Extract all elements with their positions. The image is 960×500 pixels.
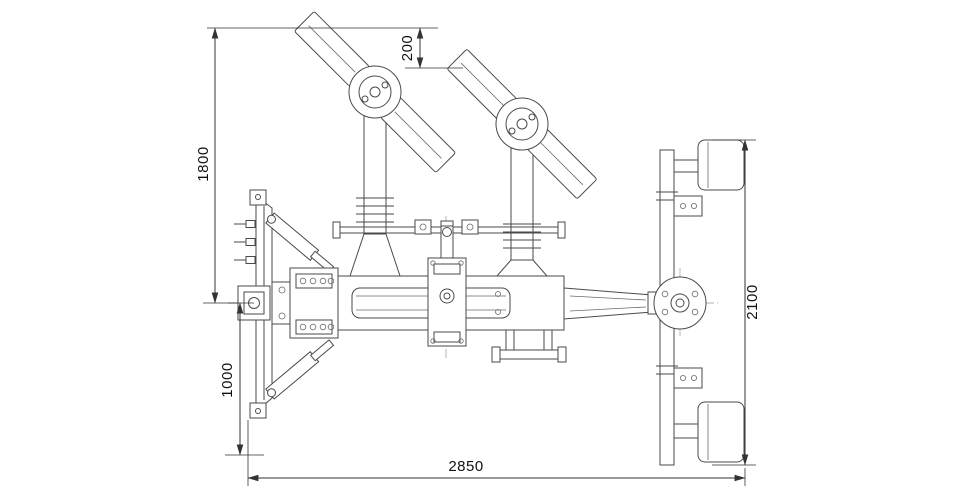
center-gearbox [427,225,467,347]
right-wheel-hub [653,276,707,330]
rotor-column-left [349,111,401,277]
dim-label-200: 200 [399,35,416,62]
hitch-frame [228,189,293,419]
roller-drum-top [674,139,745,191]
dimension-2850: 2850 [247,420,746,486]
dim-label-1800: 1800 [195,146,212,181]
rotor-assembly-left [294,11,456,173]
dimension-1800: 1800 [195,27,438,304]
drive-arm [563,287,663,320]
hydraulic-cylinder-upper [265,212,335,273]
dim-label-2850: 2850 [448,458,483,475]
roller-bracket-top [673,195,703,217]
rotor-assembly-right [447,49,597,199]
hydraulic-cylinder-lower [265,339,335,400]
roller-drum-bottom [674,401,745,463]
roller-bracket-bottom [673,367,703,389]
rotor-column-right [495,143,549,277]
dim-label-1000: 1000 [219,362,236,397]
dimension-1000: 1000 [219,302,264,456]
dimension-200: 200 [399,27,463,69]
dim-label-2100: 2100 [744,284,761,319]
dimension-2100: 2100 [712,139,761,466]
